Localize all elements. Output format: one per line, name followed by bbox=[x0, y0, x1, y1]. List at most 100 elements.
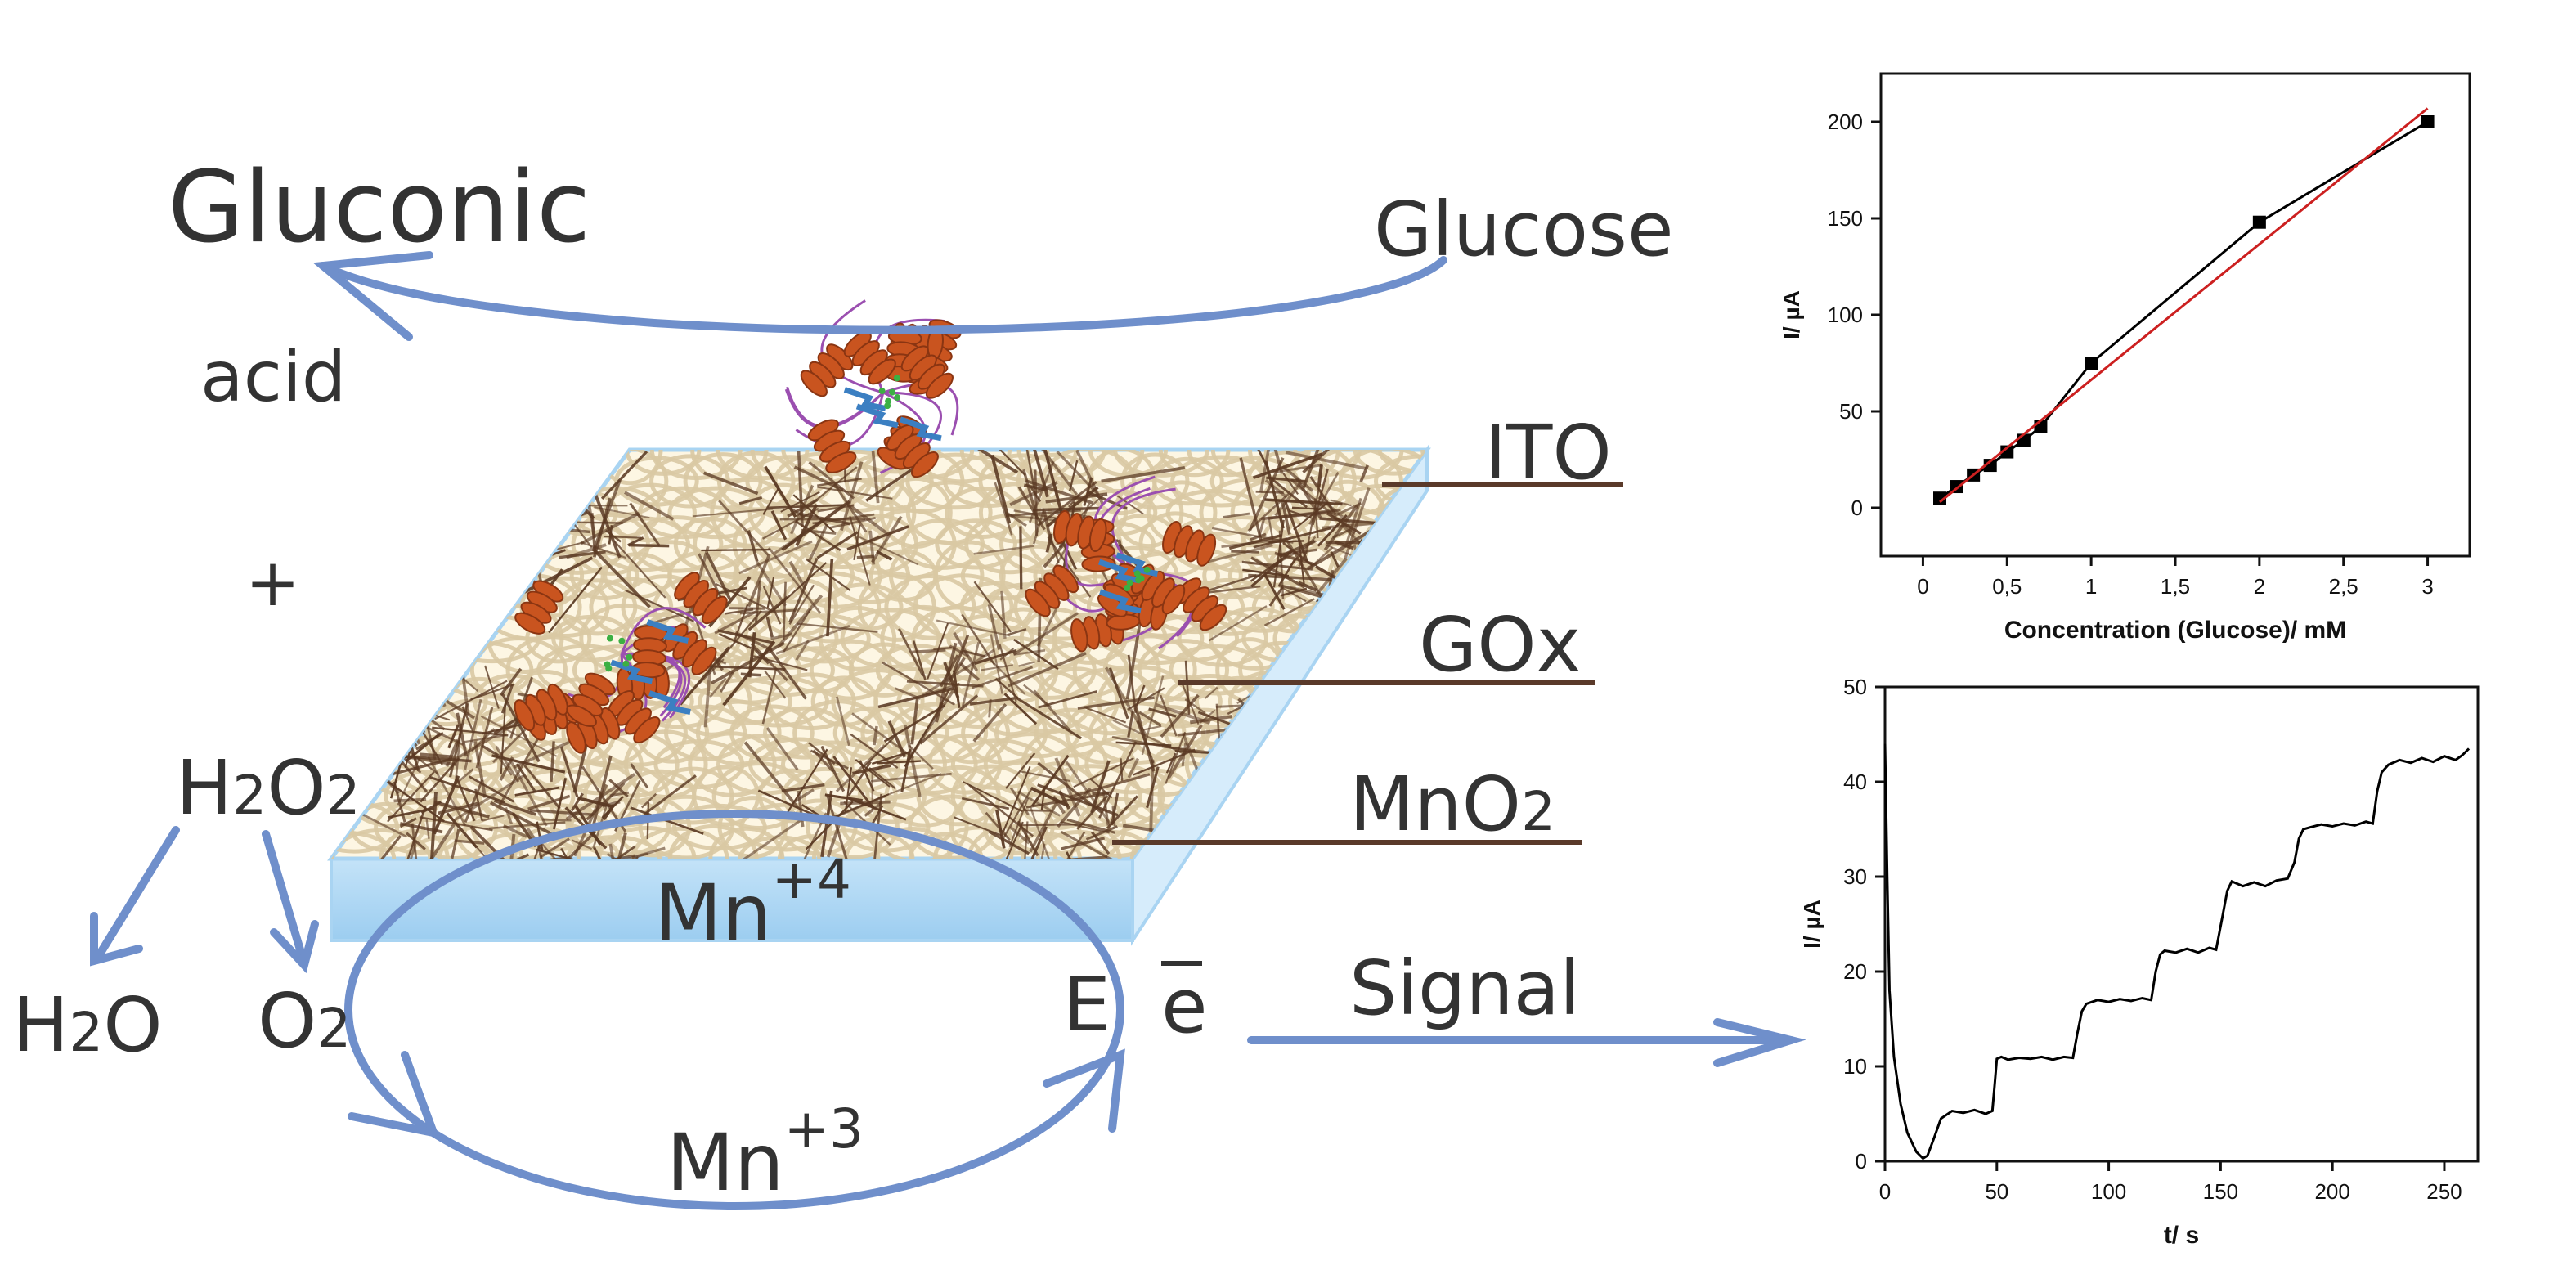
fiber-strand bbox=[739, 608, 796, 615]
helix-turn bbox=[1025, 588, 1051, 617]
fiber-strand bbox=[906, 688, 956, 762]
fiber-strand bbox=[600, 450, 648, 500]
fiber-strand bbox=[489, 801, 552, 836]
y-axis-label: I/ µA bbox=[1799, 900, 1824, 949]
helix-turn bbox=[514, 612, 546, 635]
fiber-strand bbox=[434, 680, 508, 720]
fiber-strand bbox=[994, 677, 1020, 699]
fiber-strand bbox=[987, 604, 1001, 650]
fiber-strand bbox=[807, 523, 829, 563]
data-point bbox=[2085, 357, 2098, 370]
fiber-strand bbox=[1149, 760, 1155, 832]
fiber-strand bbox=[1092, 791, 1112, 796]
fiber-strand bbox=[792, 812, 828, 859]
mno2-cell bbox=[716, 450, 810, 481]
fiber-strand bbox=[765, 617, 774, 638]
fiber-strand bbox=[1138, 711, 1162, 727]
fiber-strand bbox=[1112, 719, 1186, 756]
fiber-strand bbox=[397, 698, 402, 762]
fiber-strand bbox=[1272, 464, 1323, 473]
fiber-strand bbox=[900, 748, 912, 793]
helix-turn bbox=[911, 451, 939, 478]
fiber-strand bbox=[1268, 518, 1274, 541]
signal-arrowhead bbox=[1713, 1018, 1806, 1067]
e-label: E bbox=[1063, 961, 1111, 1048]
fiber-strand bbox=[1111, 736, 1196, 753]
fiber-strand bbox=[709, 677, 727, 698]
fiber-strand bbox=[1134, 707, 1156, 772]
fiber-strand bbox=[999, 643, 1017, 702]
fiber-strand bbox=[781, 500, 851, 551]
fiber-strand bbox=[591, 479, 622, 552]
fiber-strand bbox=[990, 454, 1012, 524]
fiber-strand bbox=[608, 525, 613, 545]
fiber-strand bbox=[405, 732, 442, 763]
fiber-strand bbox=[1101, 465, 1186, 483]
fiber-strand bbox=[1022, 450, 1035, 489]
data-point bbox=[2000, 445, 2014, 459]
fiber-strand bbox=[1085, 825, 1118, 841]
fiber-strand bbox=[972, 703, 1008, 743]
fiber-strand bbox=[790, 507, 806, 518]
fiber-strand bbox=[750, 642, 788, 682]
fiber-strand bbox=[1030, 754, 1070, 807]
fiber-strand bbox=[1302, 450, 1333, 488]
fiber-strand bbox=[1281, 500, 1291, 535]
fiber-strand bbox=[608, 832, 627, 859]
h2o-label: H2O bbox=[12, 981, 163, 1069]
y-tick-label: 0 bbox=[1856, 1149, 1867, 1174]
fiber-strand bbox=[1317, 464, 1323, 487]
fad-cofactor bbox=[618, 637, 626, 644]
fiber-strand bbox=[602, 800, 621, 808]
fiber-strand bbox=[835, 744, 886, 792]
enzyme-helix bbox=[800, 343, 854, 397]
fiber-strand bbox=[1277, 585, 1307, 603]
fiber-strand bbox=[624, 491, 675, 521]
fiber-strand bbox=[849, 504, 889, 536]
fiber-strand bbox=[961, 642, 980, 708]
fiber-strand bbox=[1344, 497, 1362, 545]
helix-turn bbox=[514, 699, 536, 732]
fiber-strand bbox=[433, 774, 460, 835]
mno2-cell bbox=[806, 795, 900, 859]
fiber-strand bbox=[546, 830, 597, 859]
fiber-strand bbox=[973, 545, 1035, 555]
fiber-strand bbox=[705, 551, 732, 600]
reaction-arrows bbox=[90, 251, 1806, 1210]
fiber-strand bbox=[747, 595, 789, 631]
fiber-strand bbox=[1127, 757, 1140, 779]
enzyme-helix bbox=[886, 424, 939, 478]
fiber-strand bbox=[933, 646, 952, 651]
helix-turn bbox=[566, 704, 597, 727]
fiber-strand bbox=[793, 788, 815, 803]
fiber-strand bbox=[1033, 689, 1071, 732]
data-point bbox=[2421, 115, 2435, 128]
fiber-strand bbox=[500, 693, 541, 763]
fiber-strand bbox=[985, 811, 1011, 841]
helix-turn bbox=[925, 372, 954, 399]
fiber-strand bbox=[1179, 679, 1200, 725]
fiber-strand bbox=[1052, 795, 1066, 815]
fiber-strand bbox=[482, 815, 505, 822]
fiber-strand bbox=[877, 760, 922, 765]
fiber-strand bbox=[1309, 475, 1337, 516]
mno2-cell bbox=[1137, 639, 1230, 702]
mno2-cell bbox=[959, 450, 1031, 480]
fiber-strand bbox=[586, 782, 626, 821]
fiber-strand bbox=[953, 816, 1003, 837]
fiber-strand bbox=[1274, 482, 1302, 517]
fiber-strand bbox=[595, 845, 636, 859]
y-tick-label: 200 bbox=[1828, 110, 1863, 134]
fiber-strand bbox=[1142, 725, 1162, 731]
fiber-strand bbox=[718, 633, 752, 649]
enzyme-helix bbox=[1174, 577, 1227, 631]
fiber-strand bbox=[876, 550, 893, 561]
fiber-strand bbox=[1271, 478, 1308, 509]
fiber-strand bbox=[1264, 460, 1285, 529]
data-series-line bbox=[1883, 743, 2471, 1160]
x-axis-label: Concentration (Glucose)/ mM bbox=[2004, 617, 2346, 644]
y-tick-label: 0 bbox=[1851, 496, 1863, 520]
fad-cofactor bbox=[605, 665, 613, 672]
fad-cofactor bbox=[878, 388, 886, 395]
y-tick-label: 30 bbox=[1843, 864, 1867, 889]
